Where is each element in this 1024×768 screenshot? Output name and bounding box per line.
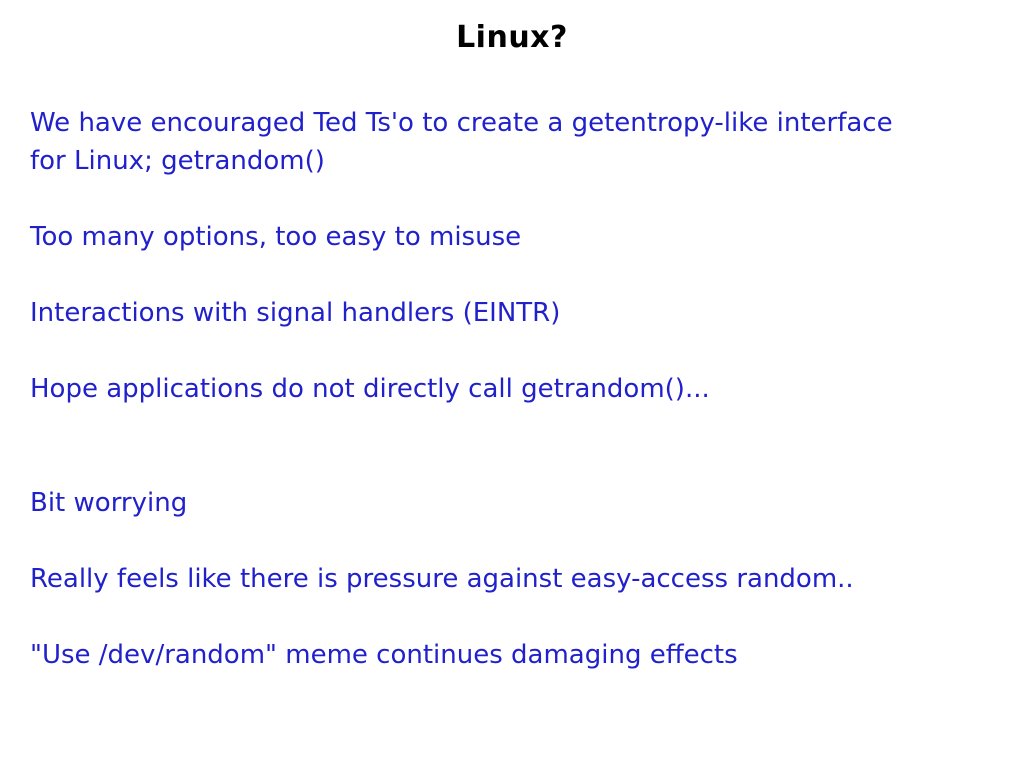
slide-line: Bit worrying [30, 488, 188, 518]
slide-paragraph: Really feels like there is pressure agai… [30, 560, 1004, 598]
slide-line: We have encouraged Ted Ts'o to create a … [30, 108, 893, 138]
slide-body: We have encouraged Ted Ts'o to create a … [30, 104, 1004, 674]
slide-line: "Use /dev/random" meme continues damagin… [30, 640, 738, 670]
slide-line: Really feels like there is pressure agai… [30, 564, 854, 594]
slide-paragraph: Hope applications do not directly call g… [30, 370, 1004, 408]
slide-paragraph: Interactions with signal handlers (EINTR… [30, 294, 1004, 332]
slide-line: Interactions with signal handlers (EINTR… [30, 298, 561, 328]
slide-paragraph: Too many options, too easy to misuse [30, 218, 1004, 256]
slide-line: for Linux; getrandom() [30, 146, 325, 176]
slide-title: Linux? [456, 20, 568, 55]
slide-paragraph: "Use /dev/random" meme continues damagin… [30, 636, 1004, 674]
slide-paragraph: Bit worrying [30, 484, 1004, 522]
slide-line: Hope applications do not directly call g… [30, 374, 710, 404]
slide-line: Too many options, too easy to misuse [30, 222, 522, 252]
slide-paragraph: We have encouraged Ted Ts'o to create a … [30, 104, 1004, 180]
